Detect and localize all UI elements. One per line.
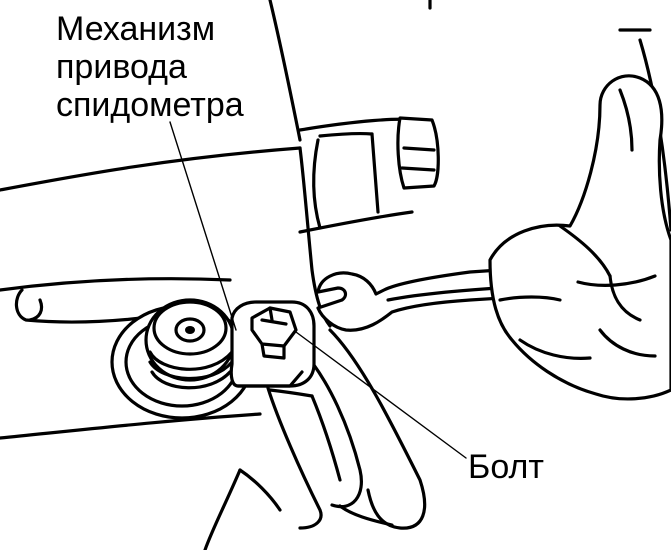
shaft-rod: [298, 116, 440, 234]
hand: [488, 74, 671, 401]
label-speedometer-drive-mechanism: Механизм привода спидометра: [56, 10, 244, 124]
label-line-3: спидометра: [56, 86, 244, 124]
bolt: [250, 306, 298, 360]
leader-line-bolt: [295, 331, 467, 459]
label-bolt: Болт: [468, 448, 544, 486]
label-line-1: Механизм: [56, 10, 216, 48]
lower-bracket: [14, 288, 427, 530]
leader-line-mechanism: [169, 121, 237, 331]
label-line-2: привода: [56, 48, 187, 86]
speedometer-drive-fitting: [110, 298, 254, 420]
leader-lines: [169, 121, 467, 459]
